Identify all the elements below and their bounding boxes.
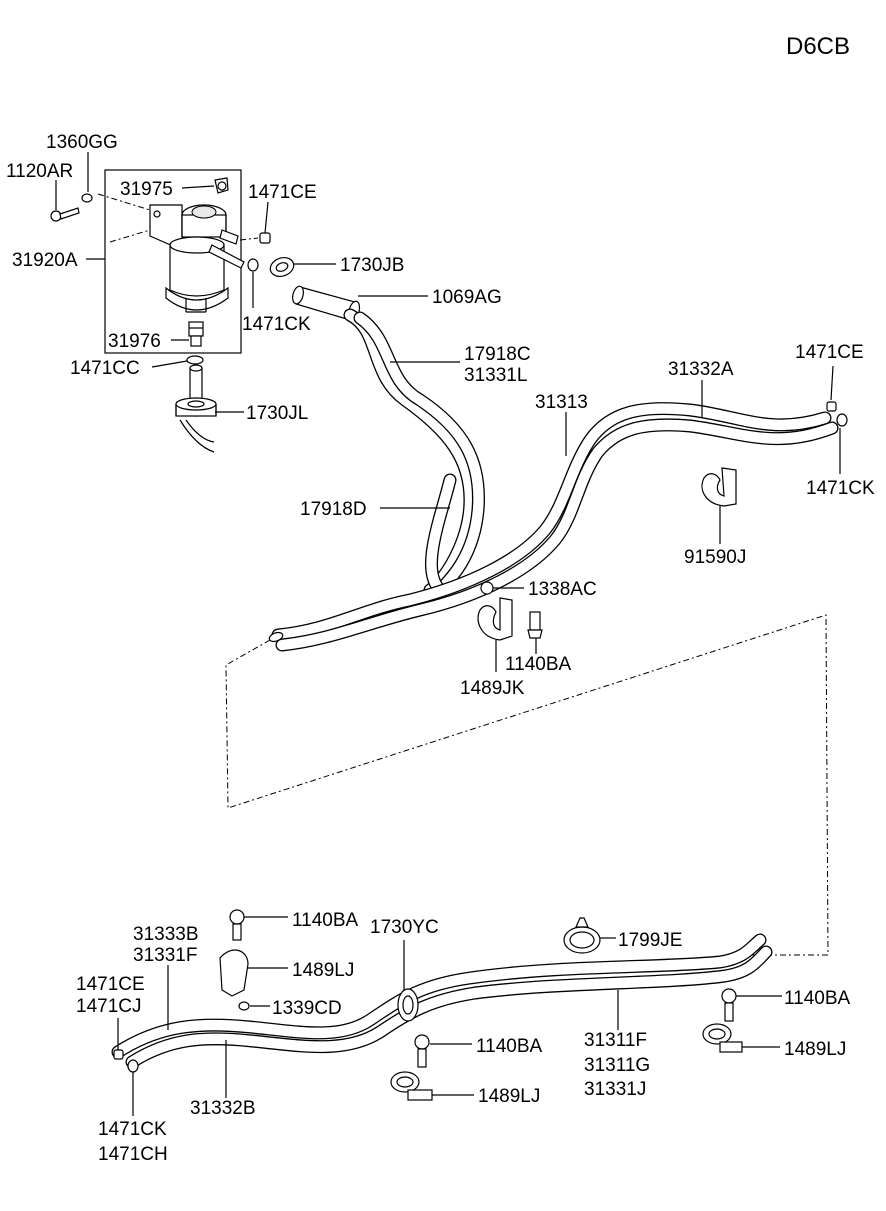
washer-1360GG [81, 193, 93, 203]
vent-plug-31975 [214, 177, 229, 194]
part-labels: 1360GG 1120AR 31975 1471CE 31920A 1730JB… [6, 132, 875, 1165]
label-1489LJ-bottom-right: 1489LJ [784, 1039, 846, 1060]
fuel-pipe-31313 [271, 402, 832, 642]
clip-1489LJ-bottom-left [219, 949, 249, 997]
clip-1489JK [477, 597, 513, 641]
diagram-code: D6CB [786, 33, 850, 60]
label-1338AC: 1338AC [528, 579, 597, 600]
label-1489LJ-bottom-left: 1489LJ [292, 960, 354, 981]
label-31920A: 31920A [12, 250, 78, 271]
fuel-pipe-31332B [125, 945, 773, 1069]
label-1140BA-bottom-middle: 1140BA [476, 1036, 543, 1057]
label-1120AR: 1120AR [6, 161, 73, 182]
label-31332A: 31332A [668, 359, 734, 380]
clip-1471CC [186, 355, 204, 365]
label-1471CK-bottom: 1471CK [98, 1119, 167, 1140]
filter-outlet-pipe [219, 229, 239, 245]
label-1730YC: 1730YC [370, 917, 439, 938]
label-31331L: 31331L [464, 365, 527, 386]
bolt-1140BA-bottom-left [229, 909, 245, 941]
leader-bracket-alignment [109, 229, 151, 243]
clip-1489LJ-bottom-middle [390, 1071, 433, 1101]
clamp-1471CK-top [247, 258, 259, 272]
pipe-end-31313 [268, 631, 284, 643]
label-1140BA-bottom-right: 1140BA [784, 988, 851, 1009]
nut-1339CD [238, 1001, 250, 1011]
fuel-pipe-31332A [275, 418, 839, 652]
clamp-1799JE [563, 917, 601, 954]
drain-plug-31976 [188, 321, 204, 347]
clamp-1471CK-right [836, 413, 848, 427]
leader-lines [55, 152, 841, 1116]
label-1471CE-bottom: 1471CE [76, 974, 145, 995]
label-31313: 31313 [535, 392, 588, 413]
filter-return-pipe [208, 244, 245, 269]
fuel-hose-17918C [343, 308, 477, 597]
fuel-hose-31331L [353, 311, 485, 597]
clamp-1471CE-right [826, 401, 837, 412]
label-1471CK-top: 1471CK [242, 314, 311, 335]
fuel-filter [165, 204, 229, 313]
label-1471CJ: 1471CJ [76, 996, 142, 1017]
fuel-hose-17918D [424, 473, 457, 597]
label-1471CE-top: 1471CE [248, 182, 317, 203]
leader-bolt-alignment [97, 193, 151, 211]
label-31975: 31975 [120, 179, 173, 200]
label-31332B: 31332B [190, 1098, 256, 1119]
nut-1338AC [480, 581, 494, 595]
label-31333B: 31333B [133, 924, 199, 945]
label-31311F: 31311F [584, 1030, 647, 1051]
label-1489LJ-bottom-middle: 1489LJ [478, 1086, 540, 1107]
label-1471CE-right: 1471CE [795, 342, 864, 363]
grommet-1730YC [397, 988, 419, 1022]
label-31331J: 31331J [584, 1079, 646, 1100]
bolt-1140BA-bottom-middle [414, 1034, 430, 1068]
label-31311G: 31311G [584, 1055, 650, 1076]
bolt-1140BA-mid [527, 611, 543, 639]
label-1471CC: 1471CC [70, 358, 140, 379]
label-1471CK-right: 1471CK [806, 478, 875, 499]
label-1471CH: 1471CH [98, 1144, 168, 1165]
label-1069AG: 1069AG [432, 287, 502, 308]
clip-91590J [701, 467, 737, 507]
bracket-hole [153, 210, 161, 218]
label-1730JB: 1730JB [340, 255, 404, 276]
label-31976: 31976 [108, 331, 161, 352]
bolt-1140BA-bottom-right [721, 988, 737, 1022]
grommet-1730JL [175, 364, 217, 453]
label-1730JL: 1730JL [246, 403, 308, 424]
label-1339CD: 1339CD [272, 998, 342, 1019]
label-1140BA-mid: 1140BA [505, 654, 572, 675]
label-31331F: 31331F [133, 945, 197, 966]
label-1799JE: 1799JE [618, 930, 682, 951]
label-91590J: 91590J [684, 547, 746, 568]
alignment-dashed-outline [225, 614, 829, 956]
bolt-1120AR [50, 207, 80, 222]
label-1140BA-bottom-left: 1140BA [292, 910, 359, 931]
grommet-1730JB [269, 256, 295, 278]
label-17918D: 17918D [300, 499, 367, 520]
clamp-1471CE-top [239, 232, 271, 244]
label-17918C: 17918C [464, 344, 531, 365]
label-1360GG: 1360GG [46, 132, 118, 153]
label-1489JK: 1489JK [460, 678, 525, 699]
clamp-1471CK-bottom [127, 1059, 139, 1073]
clamp-1471CE-bottom [113, 1049, 124, 1060]
clip-1489LJ-bottom-right [702, 1023, 743, 1053]
